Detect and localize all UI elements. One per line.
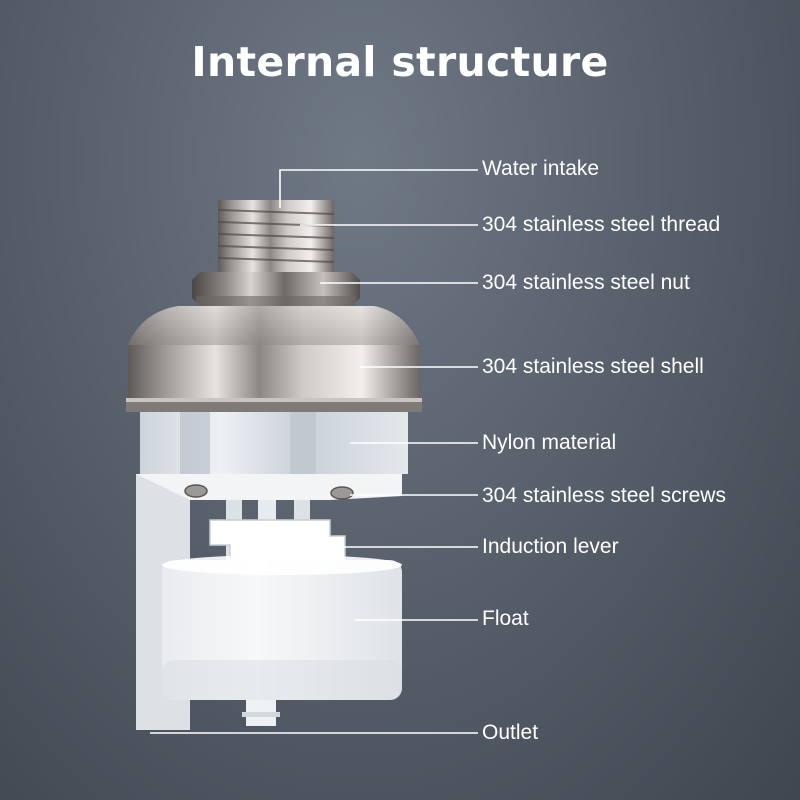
label-lever: Induction lever [482, 535, 619, 558]
leader-water-intake [279, 169, 478, 208]
nut-part [192, 272, 360, 306]
label-outlet: Outlet [482, 721, 539, 744]
leader-lines [150, 169, 478, 734]
outlet-part [242, 700, 280, 726]
label-nut: 304 stainless steel nut [482, 271, 690, 294]
label-shell: 304 stainless steel shell [482, 355, 704, 378]
float-part [162, 555, 402, 700]
screws-part [184, 484, 354, 500]
label-screws: 304 stainless steel screws [482, 484, 726, 507]
shell-part [126, 306, 422, 412]
label-water-intake: Water intake [482, 157, 600, 180]
label-thread: 304 stainless steel thread [482, 213, 721, 236]
thread-part [217, 200, 335, 272]
label-float: Float [482, 607, 529, 630]
label-nylon: Nylon material [482, 431, 617, 454]
diagram-title: Internal structure [191, 38, 609, 86]
